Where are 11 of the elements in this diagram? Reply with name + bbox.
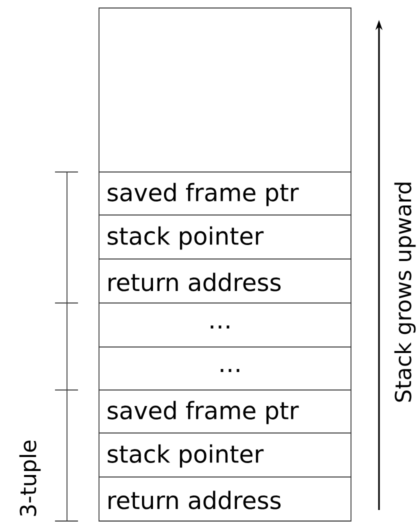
stack-slot: … — [98, 346, 352, 390]
stack-slot: return address — [98, 476, 352, 522]
stack-slot: … — [98, 302, 352, 348]
empty-slot — [98, 8, 352, 172]
stack-slot: stack pointer — [98, 432, 352, 478]
bracket-label: 3-tuple — [19, 440, 41, 516]
stack-slot: stack pointer — [98, 214, 352, 260]
stack-slot: return address — [98, 258, 352, 304]
stack-slot: saved frame ptr — [98, 172, 352, 216]
arrow-label: Stack grows upward — [394, 182, 416, 402]
stack-slot: saved frame ptr — [98, 390, 352, 434]
